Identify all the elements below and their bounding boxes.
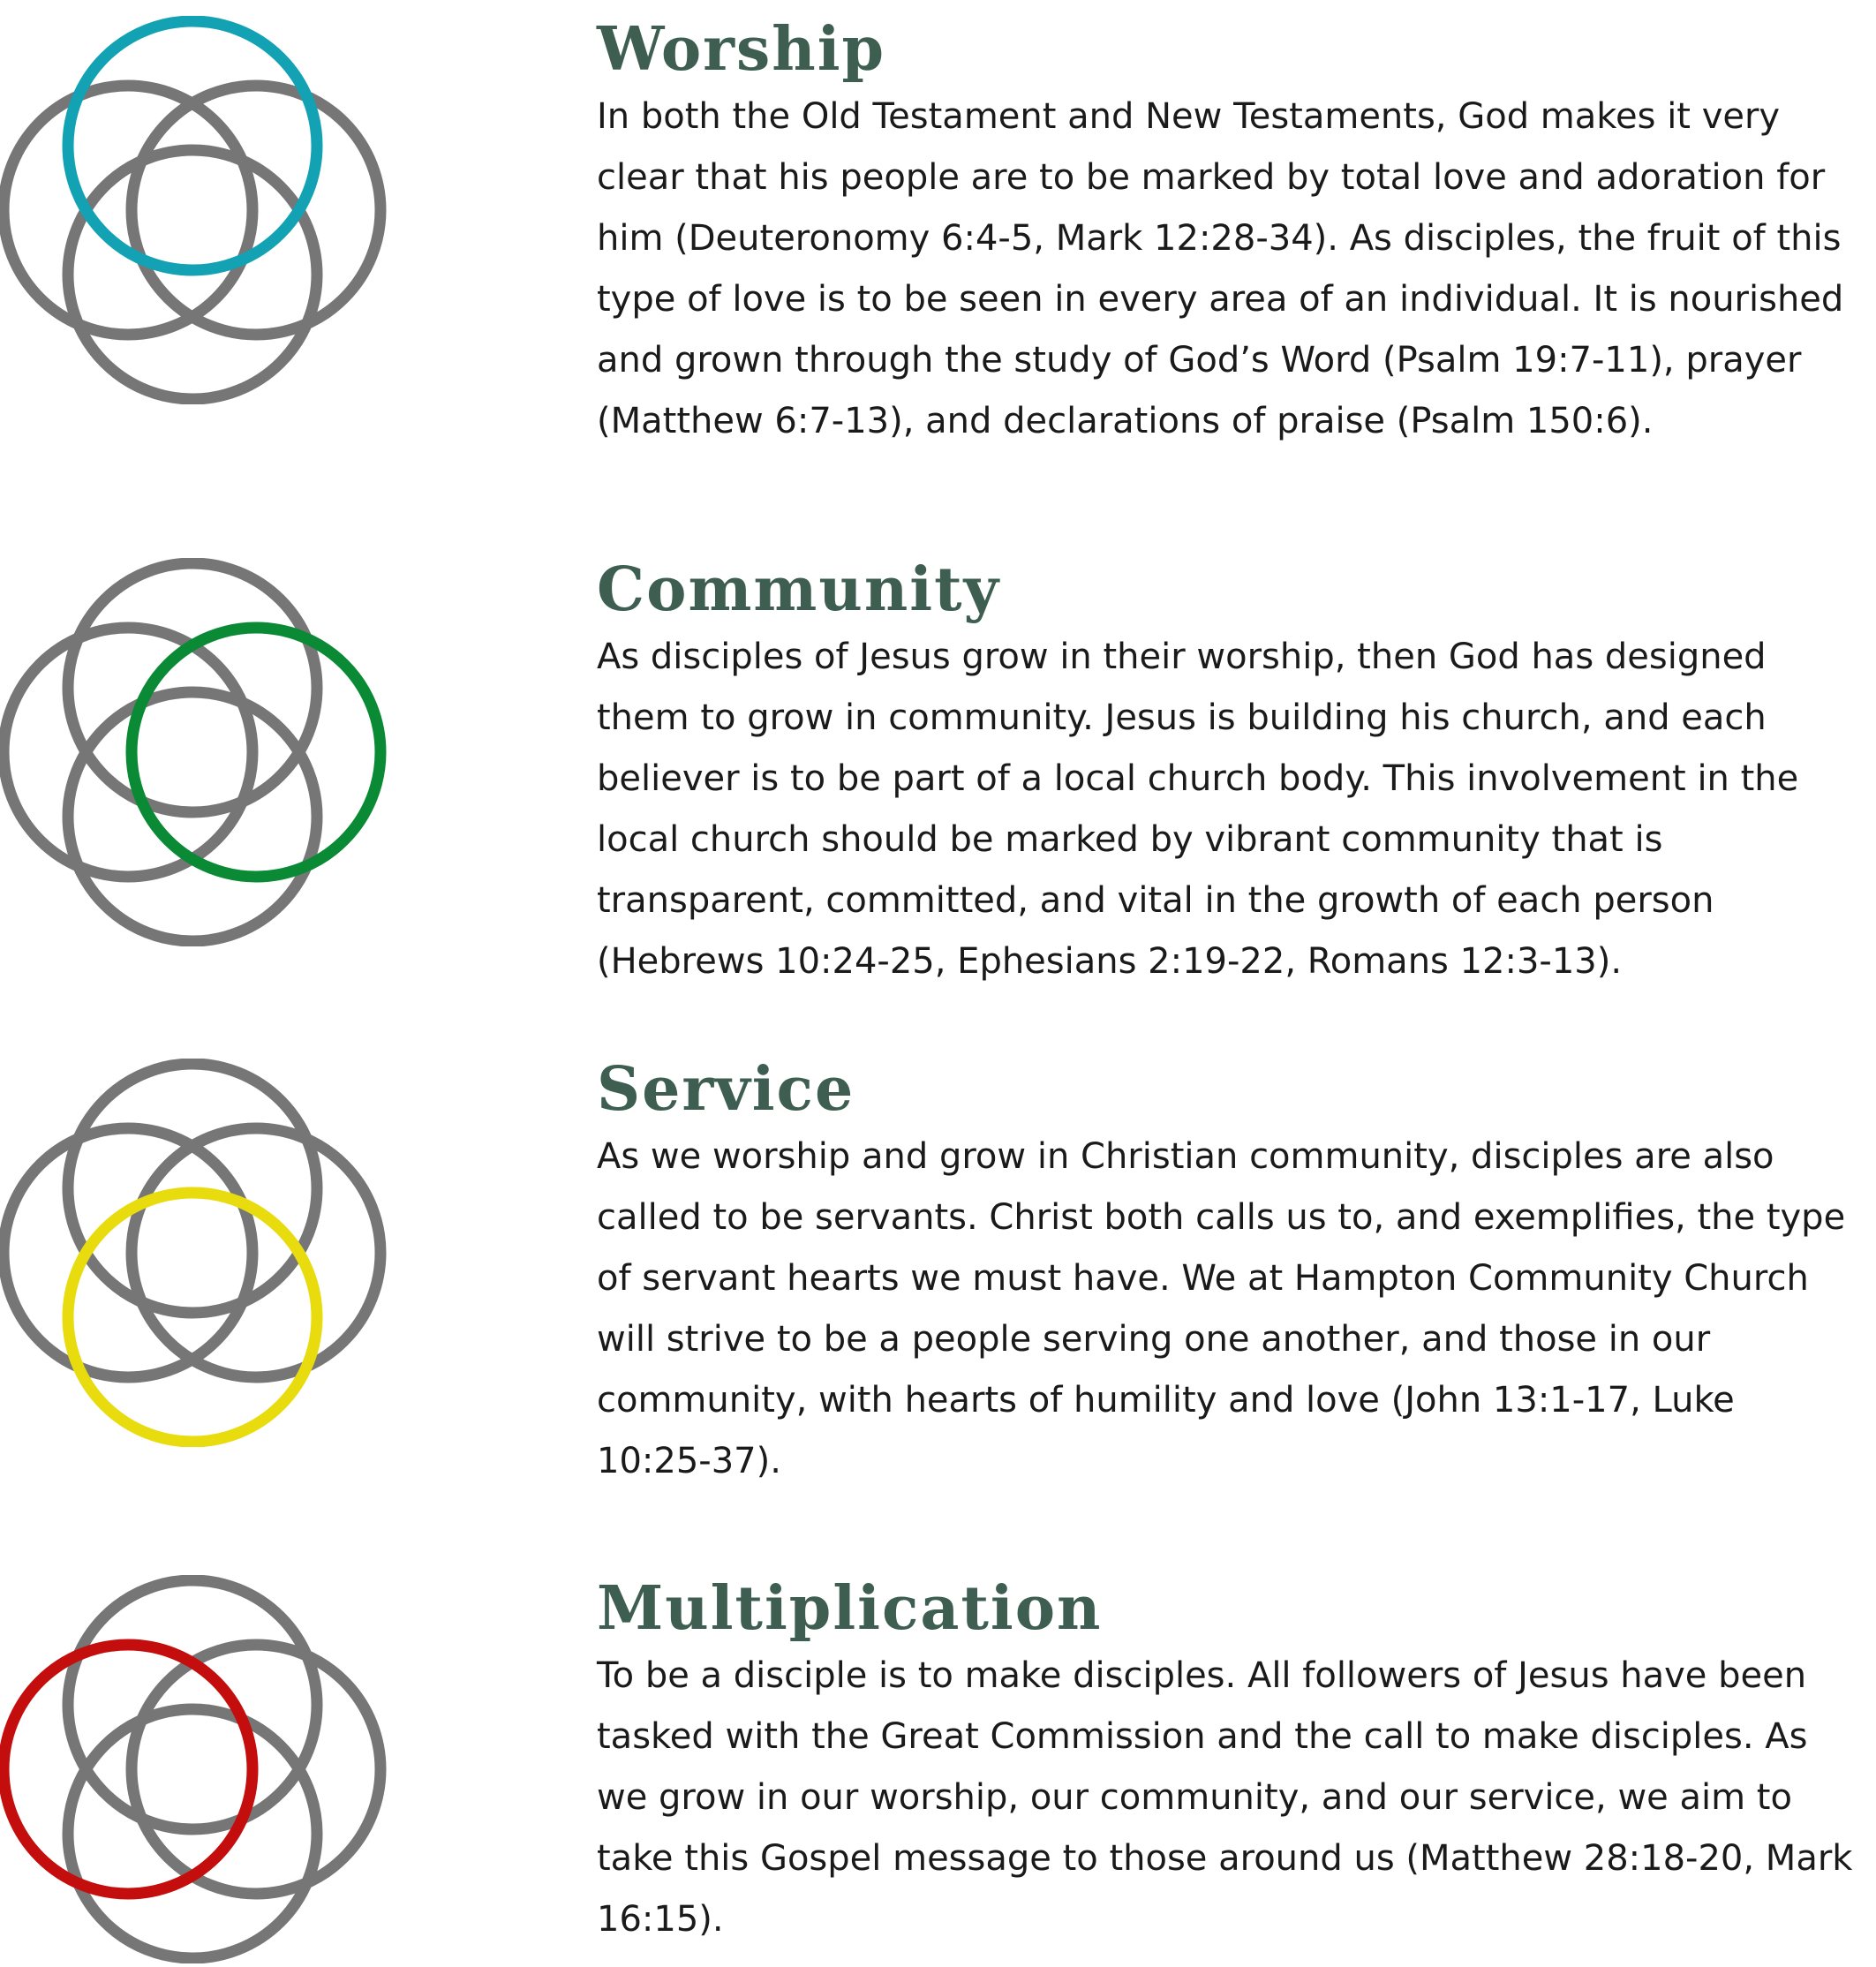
ring-bottom xyxy=(62,1187,323,1447)
ring-right xyxy=(125,622,387,883)
section-title: Service xyxy=(597,1054,855,1125)
multiplication-text-column: Multiplication To be a disciple is to ma… xyxy=(597,1571,1859,1950)
section-title: Community xyxy=(597,554,1001,625)
ring-bottom xyxy=(62,686,323,946)
ring-top xyxy=(62,1575,323,1835)
community-text-column: Community As disciples of Jesus grow in … xyxy=(597,553,1859,992)
four-ring-knot-icon xyxy=(0,1575,388,1963)
ring-bottom xyxy=(62,1703,323,1963)
ring-left xyxy=(0,1122,259,1383)
four-ring-knot-icon xyxy=(0,558,388,946)
ring-emblem-svg xyxy=(0,558,387,946)
section-title: Worship xyxy=(597,14,886,85)
ring-top xyxy=(62,1059,323,1319)
section-title: Multiplication xyxy=(597,1573,1103,1644)
ring-top xyxy=(62,16,323,276)
worship-text-column: Worship In both the Old Testament and Ne… xyxy=(597,12,1859,452)
four-ring-knot-icon xyxy=(0,1059,388,1447)
ring-emblem-svg xyxy=(0,1575,387,1963)
section-body: As disciples of Jesus grow in their wors… xyxy=(597,637,1799,982)
ring-emblem-svg xyxy=(0,16,387,404)
section-body: As we worship and grow in Christian comm… xyxy=(597,1136,1846,1481)
four-ring-knot-icon xyxy=(0,16,388,404)
ring-bottom xyxy=(62,144,323,404)
ring-right xyxy=(125,1639,387,1900)
ring-left xyxy=(0,79,259,341)
service-text-column: Service As we worship and grow in Christ… xyxy=(597,1052,1859,1492)
section-body: In both the Old Testament and New Testam… xyxy=(597,96,1844,441)
ring-emblem-svg xyxy=(0,1059,387,1447)
ring-right xyxy=(125,1122,387,1383)
ring-left xyxy=(0,622,259,883)
ring-left xyxy=(0,1639,259,1900)
section-body: To be a disciple is to make disciples. A… xyxy=(597,1655,1853,1940)
ring-top xyxy=(62,558,323,818)
ring-right xyxy=(125,79,387,341)
